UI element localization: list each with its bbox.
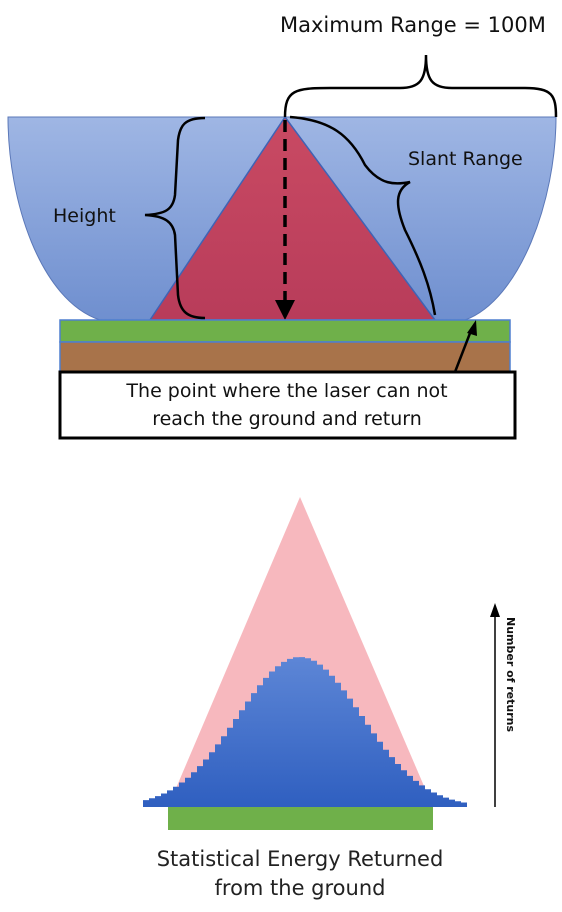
- slant-range-label: Slant Range: [408, 148, 523, 170]
- slant-range-brace: [289, 115, 437, 316]
- callout-arrow: [453, 327, 474, 373]
- caption-line2: from the ground: [215, 876, 386, 900]
- callout-line2: reach the ground and return: [152, 408, 422, 430]
- height-brace: [144, 116, 206, 320]
- ground-bar: [168, 807, 433, 830]
- top-diagram: Maximum Range = 100M Slant Range Height …: [7, 13, 558, 440]
- max-range-label: Maximum Range = 100M: [280, 13, 546, 37]
- soil-layer: [59, 341, 511, 373]
- returns-axis-label: Number of returns: [504, 617, 517, 732]
- callout-line1: The point where the laser can not: [125, 380, 447, 402]
- height-arrowhead: [275, 300, 295, 320]
- height-label: Height: [53, 205, 116, 227]
- returns-bell-curve: [143, 657, 467, 807]
- caption-line1: Statistical Energy Returned: [157, 847, 444, 871]
- callout-box: [58, 370, 517, 440]
- max-range-brace: [283, 54, 558, 118]
- grass-layer: [59, 319, 511, 343]
- callout-arrowhead: [467, 320, 477, 336]
- bottom-diagram: Number of returns Statistical Energy Ret…: [143, 497, 517, 900]
- returns-axis-arrowhead: [490, 603, 500, 617]
